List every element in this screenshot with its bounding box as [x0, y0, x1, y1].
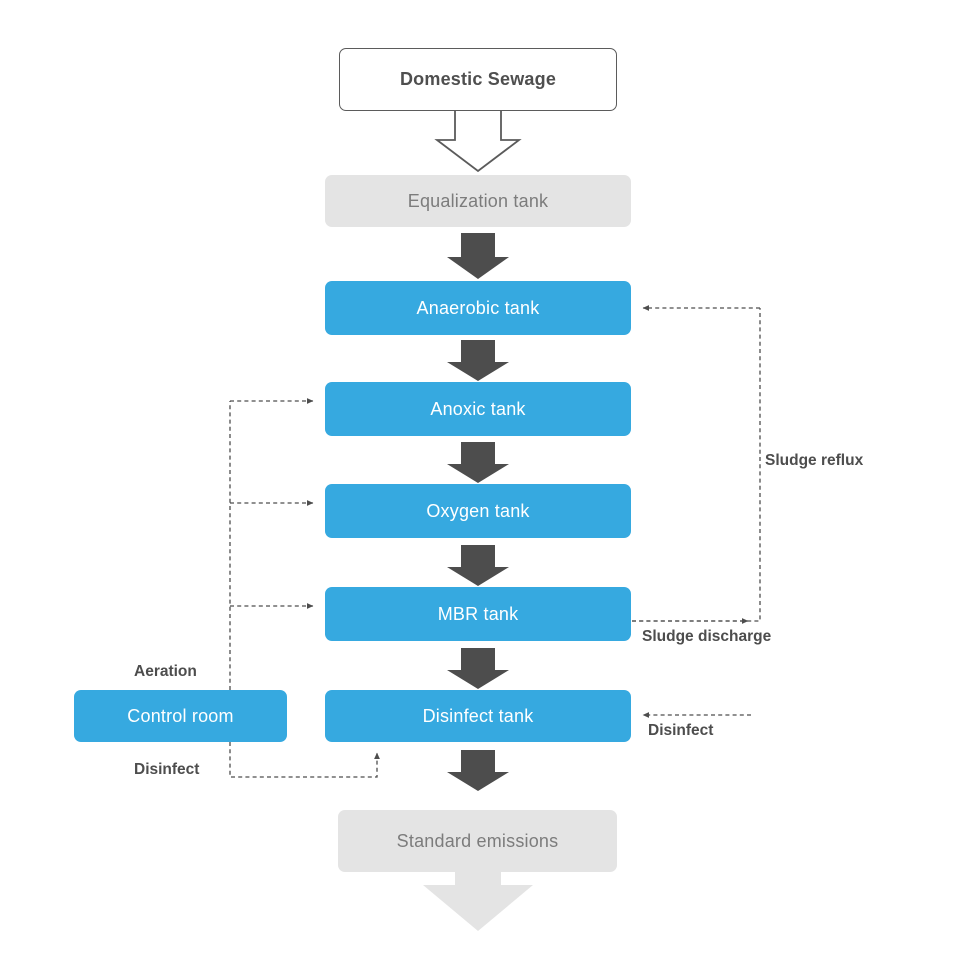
flow-anaerobic-to-anoxic-arrow: [447, 340, 509, 381]
node-mbr-tank-label: MBR tank: [437, 603, 519, 624]
node-control-room-label: Control room: [127, 705, 234, 726]
flow-solid-arrows: [447, 233, 509, 791]
node-control-room[interactable]: Control room: [74, 690, 287, 742]
flow-sewage-to-equalization-arrow: [434, 111, 522, 173]
edge-label-disinfect-left: Disinfect: [134, 761, 200, 778]
node-anoxic-tank-label: Anoxic tank: [430, 398, 526, 419]
edge-label-sludge-reflux: Sludge reflux: [765, 452, 864, 469]
flow-equalization-to-anaerobic-arrow: [447, 233, 509, 279]
node-oxygen-tank-label: Oxygen tank: [426, 500, 530, 521]
edge-label-sludge-discharge: Sludge discharge: [642, 628, 772, 645]
flow-mbr-to-disinfect-arrow: [447, 648, 509, 689]
node-standard-emissions-label: Standard emissions: [396, 830, 559, 851]
edge-label-disinfect-right: Disinfect: [648, 722, 714, 739]
flow-control-disinfect-line: [229, 742, 380, 778]
flow-anoxic-to-oxygen-arrow: [447, 442, 509, 483]
node-disinfect-tank[interactable]: Disinfect tank: [325, 690, 631, 742]
node-disinfect-tank-label: Disinfect tank: [422, 705, 534, 726]
edge-label-aeration: Aeration: [134, 663, 197, 680]
node-anoxic-tank[interactable]: Anoxic tank: [325, 382, 631, 436]
node-anaerobic-tank-label: Anaerobic tank: [416, 297, 540, 318]
flow-oxygen-to-mbr-arrow: [447, 545, 509, 586]
node-oxygen-tank[interactable]: Oxygen tank: [325, 484, 631, 538]
flow-emissions-outlet-arrow: [423, 871, 533, 931]
node-anaerobic-tank[interactable]: Anaerobic tank: [325, 281, 631, 335]
node-standard-emissions[interactable]: Standard emissions: [338, 810, 617, 872]
node-equalization-tank[interactable]: Equalization tank: [325, 175, 631, 227]
node-domestic-sewage-label: Domestic Sewage: [399, 69, 557, 89]
flow-disinfect-to-emissions-arrow: [447, 750, 509, 791]
node-mbr-tank[interactable]: MBR tank: [325, 587, 631, 641]
flow-mbr-sludge-reflux-line: [632, 305, 761, 622]
node-equalization-tank-label: Equalization tank: [407, 190, 549, 211]
node-domestic-sewage[interactable]: Domestic Sewage: [339, 48, 617, 111]
flow-control-aeration-lines: [229, 398, 314, 690]
